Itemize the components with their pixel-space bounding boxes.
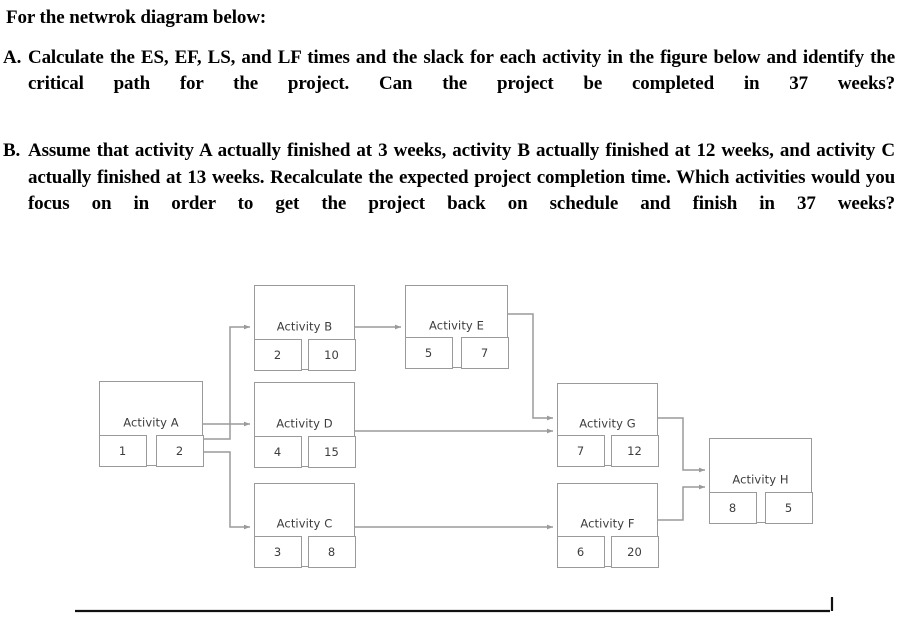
network-diagram: Activity A 1 2 Activity B 2 10 Activity …	[0, 255, 903, 585]
node-activity-e-right-value: 7	[460, 336, 509, 369]
node-activity-d[interactable]: Activity D 4 15	[253, 382, 356, 468]
edge-g-to-h	[658, 417, 705, 473]
node-activity-a-label: Activity A	[123, 414, 179, 429]
node-activity-c[interactable]: Activity C 3 8	[253, 483, 356, 568]
node-activity-g-right-value: 12	[610, 434, 659, 467]
edge-e-to-g	[508, 313, 553, 421]
node-activity-e-label: Activity E	[429, 317, 484, 332]
node-activity-b[interactable]: Activity B 2 10	[253, 285, 356, 371]
node-activity-f-left-value: 6	[556, 535, 605, 568]
question-item-a-marker: A.	[3, 46, 22, 68]
bottom-rule	[75, 597, 834, 613]
question-item-a-text: Calculate the ES, EF, LS, and LF times a…	[28, 46, 895, 94]
node-activity-f-right-value: 20	[610, 535, 659, 568]
node-activity-f[interactable]: Activity F 6 20	[556, 483, 659, 568]
node-activity-h-left-value: 8	[708, 491, 757, 524]
node-activity-g[interactable]: Activity G 7 12	[556, 383, 659, 467]
node-activity-a-right-value: 2	[155, 434, 204, 467]
node-activity-h[interactable]: Activity H 8 5	[708, 438, 813, 524]
node-activity-h-label: Activity H	[732, 471, 789, 486]
node-activity-b-label: Activity B	[276, 318, 333, 333]
diagram-connectors	[203, 313, 705, 530]
node-activity-g-cells: 7 12	[556, 434, 659, 467]
node-activity-g-left-value: 7	[556, 434, 605, 467]
question-item-a: A. Calculate the ES, EF, LS, and LF time…	[0, 45, 903, 124]
node-activity-e[interactable]: Activity E 5 7	[404, 285, 509, 369]
edge-f-to-h	[658, 484, 705, 521]
question-item-b-marker: B.	[3, 140, 21, 162]
node-activity-b-left-value: 2	[253, 338, 302, 371]
node-activity-a-left-value: 1	[98, 434, 147, 467]
node-activity-e-left-value: 5	[404, 336, 453, 369]
edge-a-to-c	[203, 451, 250, 530]
edge-a-to-b	[203, 324, 250, 440]
node-activity-b-right-value: 10	[307, 338, 356, 371]
node-activity-d-label: Activity D	[276, 415, 333, 430]
node-activity-f-label: Activity F	[580, 516, 635, 531]
node-activity-c-cells: 3 8	[253, 535, 356, 568]
node-activity-c-right-value: 8	[307, 535, 356, 568]
node-activity-b-cells: 2 10	[253, 338, 356, 371]
node-activity-d-left-value: 4	[253, 435, 302, 468]
question-block: For the netwrok diagram below: A. Calcul…	[0, 0, 903, 243]
node-activity-h-cells: 8 5	[708, 491, 813, 524]
node-activity-g-label: Activity G	[579, 415, 636, 430]
node-activity-c-label: Activity C	[276, 516, 333, 531]
node-activity-h-right-value: 5	[764, 491, 813, 524]
question-intro: For the netwrok diagram below:	[6, 7, 267, 28]
node-activity-a[interactable]: Activity A 1 2	[98, 381, 204, 467]
question-item-b: B. Assume that activity A actually finis…	[0, 138, 903, 243]
question-item-b-text: Assume that activity A actually finished…	[28, 140, 895, 214]
node-activity-d-right-value: 15	[307, 435, 356, 468]
node-activity-e-cells: 5 7	[404, 336, 509, 369]
node-activity-a-cells: 1 2	[98, 434, 204, 467]
node-activity-f-cells: 6 20	[556, 535, 659, 568]
node-activity-c-left-value: 3	[253, 535, 302, 568]
node-activity-d-cells: 4 15	[253, 435, 356, 468]
